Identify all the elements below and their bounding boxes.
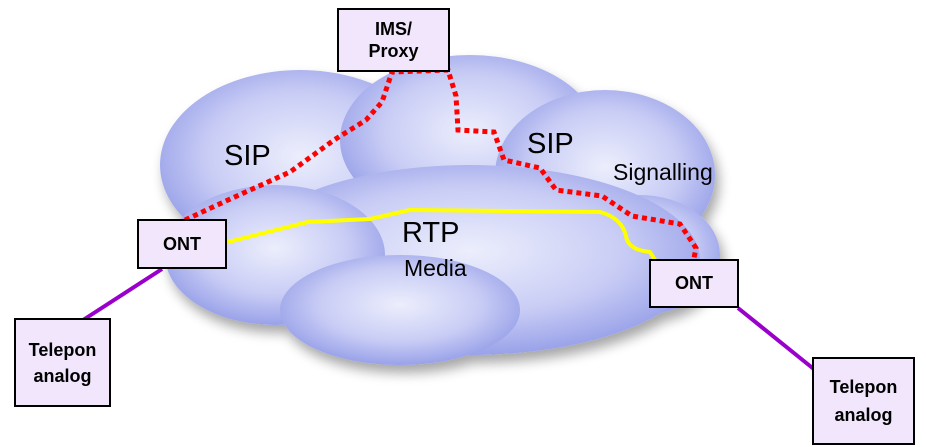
ims-proxy-node: IMS/ Proxy [337,8,450,72]
ont-node-right: ONT [649,259,739,308]
signalling-label: Signalling [613,159,713,185]
sip-signalling-path [183,67,699,269]
ont-left-label: ONT [163,233,201,254]
ont-right-label: ONT [675,273,713,293]
rtp-media-path [227,208,690,270]
ims-proxy-label-line2: Proxy [368,41,419,61]
phone-right-label-line1: Telepon [829,377,898,397]
rtp-label: RTP [402,217,460,249]
sip-label-right: SIP [527,128,574,160]
sip-label-left: SIP [224,140,271,172]
media-label: Media [404,255,467,281]
phone-right-label-line2: analog [834,405,893,425]
ims-proxy-label-line1: IMS/ [374,19,412,39]
network-cloud [160,55,720,365]
phone-link-right [736,306,817,372]
phone-left-label-line2: analog [33,365,92,386]
phone-link-left [78,267,164,324]
ont-node-left: ONT [137,219,227,269]
phone-left-label-line1: Telepon [28,339,97,360]
analog-phone-node-right: Telepon analog [812,357,915,445]
analog-phone-node-left: Telepon analog [14,318,111,407]
